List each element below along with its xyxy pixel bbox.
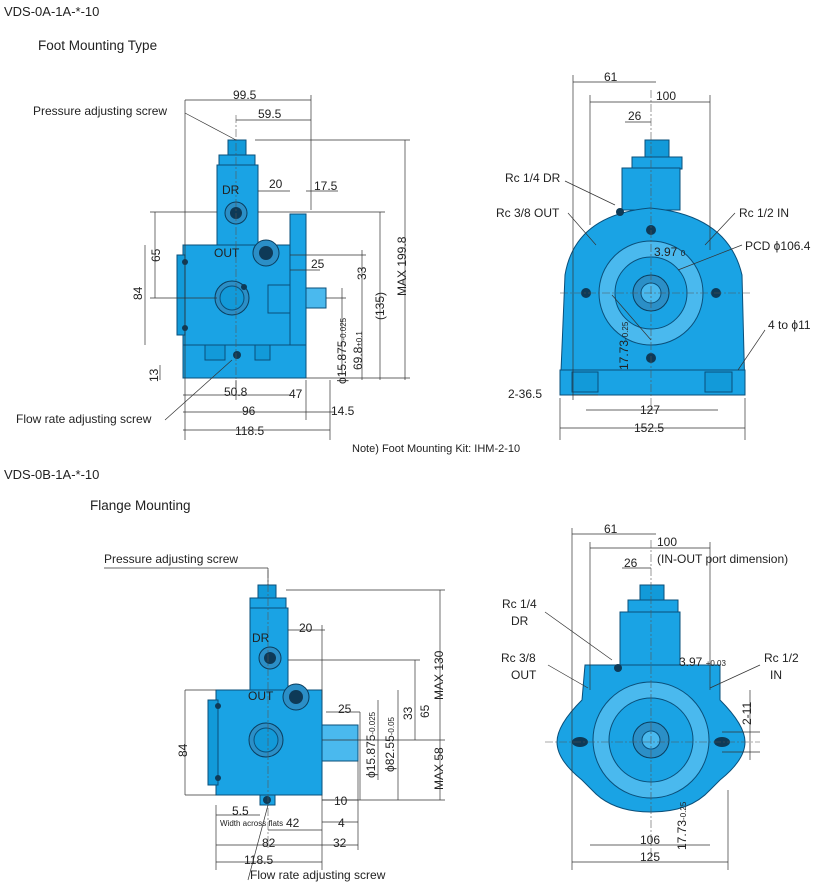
foot-kit-note: Note) Foot Mounting Kit: IHM-2-10 (352, 443, 521, 455)
dim-106: 106 (640, 833, 661, 847)
pressure-screw-label-top: Pressure adjusting screw (33, 104, 168, 118)
dim-59-5: 59.5 (258, 107, 282, 121)
dim-25-bottom: 25 (338, 702, 352, 716)
rc12-label: Rc 1/2 (764, 651, 799, 665)
dr-label-bottom: DR (252, 631, 270, 645)
pump-front-view-flange (544, 528, 761, 870)
dim-99-5: 99.5 (233, 88, 257, 102)
out2-label: OUT (511, 668, 537, 682)
dim-max-130: MAX 130 (432, 650, 446, 700)
width-across-flats: Width across flats (220, 819, 284, 828)
type-top: Foot Mounting Type (38, 38, 158, 53)
rc38-label: Rc 3/8 (501, 651, 536, 665)
dim-127: 127 (640, 403, 661, 417)
pressure-screw-label-bottom: Pressure adjusting screw (104, 552, 239, 566)
dim-65-top: 65 (149, 248, 163, 262)
rc14-dr-label: Rc 1/4 DR (505, 171, 561, 185)
dim-33-top: 33 (355, 266, 369, 280)
dim-96: 96 (242, 404, 256, 418)
dim-42: 42 (286, 816, 300, 830)
dim-32: 32 (333, 836, 347, 850)
in-label: IN (770, 668, 782, 682)
dim-84-bottom: 84 (176, 743, 190, 757)
dim-135: (135) (373, 291, 387, 320)
rc38-out-label: Rc 3/8 OUT (496, 206, 560, 220)
dim-14-5: 14.5 (331, 404, 355, 418)
pump-side-view-foot (144, 95, 410, 440)
dim-15-875-top: ϕ15.875-0.025 (335, 317, 349, 384)
pump-side-view-flange (104, 567, 445, 881)
dim-5-5: 5.5 (232, 804, 249, 818)
dim-26-top: 26 (628, 109, 642, 123)
dim-69-8: 69.8±0.1 (351, 331, 365, 370)
dim-125: 125 (640, 850, 661, 864)
dim-100-bottom: 100 (657, 535, 678, 549)
out-label-bottom: OUT (248, 689, 274, 703)
dim-13: 13 (147, 368, 161, 382)
dim-25-top: 25 (311, 257, 325, 271)
dim-17-73-top: 17.73-0.25 (617, 321, 631, 370)
dim-33-bottom: 33 (401, 706, 415, 720)
dr2-label: DR (511, 614, 529, 628)
type-bottom: Flange Mounting (90, 498, 191, 513)
dim-61-bottom: 61 (604, 522, 618, 536)
dim-max-58: MAX 58 (432, 747, 446, 790)
dim-118-5-top: 118.5 (235, 424, 265, 438)
dim-152-5: 152.5 (634, 421, 665, 435)
dr-label-top: DR (222, 183, 240, 197)
rc14-label: Rc 1/4 (502, 597, 537, 611)
pcd-label: PCD ϕ106.4 (745, 239, 811, 253)
dim-26-bottom: 26 (624, 556, 638, 570)
dim-82-55: ϕ82.55-0.05 (383, 717, 397, 772)
dim-3-97-bottom: 3.97 +0.03 (679, 655, 726, 669)
dim-max-199-8: MAX 199.8 (395, 236, 409, 296)
dim-50-8: 50.8 (224, 385, 248, 399)
dim-47: 47 (289, 387, 303, 401)
dim-2-36-5: 2-36.5 (508, 387, 543, 401)
dim-20-top: 20 (269, 177, 283, 191)
model-top: VDS-0A-1A-*-10 (4, 4, 100, 19)
flow-screw-label-top: Flow rate adjusting screw (16, 412, 152, 426)
dim-2-11: 2-11 (740, 701, 754, 725)
dim-82: 82 (262, 836, 276, 850)
dim-15-875-bottom: ϕ15.875-0.025 (364, 711, 378, 778)
dim-61-top: 61 (604, 70, 618, 84)
dim-17-5: 17.5 (314, 179, 338, 193)
pump-front-view-foot (559, 75, 766, 440)
dim-4: 4 (338, 816, 345, 830)
dim-118-5-bottom: 118.5 (244, 853, 274, 867)
holes-label: 4 to ϕ11 (768, 318, 811, 332)
dim-3-97-top: 3.97 0 (654, 245, 686, 259)
dim-84-top: 84 (131, 286, 145, 300)
dim-100-top: 100 (656, 89, 677, 103)
dim-65-bottom: 65 (418, 704, 432, 718)
dim-17-73-bottom: 17.73-0.25 (675, 801, 689, 850)
rc12-in-label: Rc 1/2 IN (739, 206, 790, 220)
out-label-top: OUT (214, 246, 240, 260)
flow-screw-label-bottom: Flow rate adjusting screw (250, 868, 386, 882)
inout-port-dimension: (IN-OUT port dimension) (657, 552, 789, 566)
dim-10: 10 (334, 794, 348, 808)
dim-20-bottom: 20 (299, 621, 313, 635)
model-bottom: VDS-0B-1A-*-10 (4, 467, 100, 482)
